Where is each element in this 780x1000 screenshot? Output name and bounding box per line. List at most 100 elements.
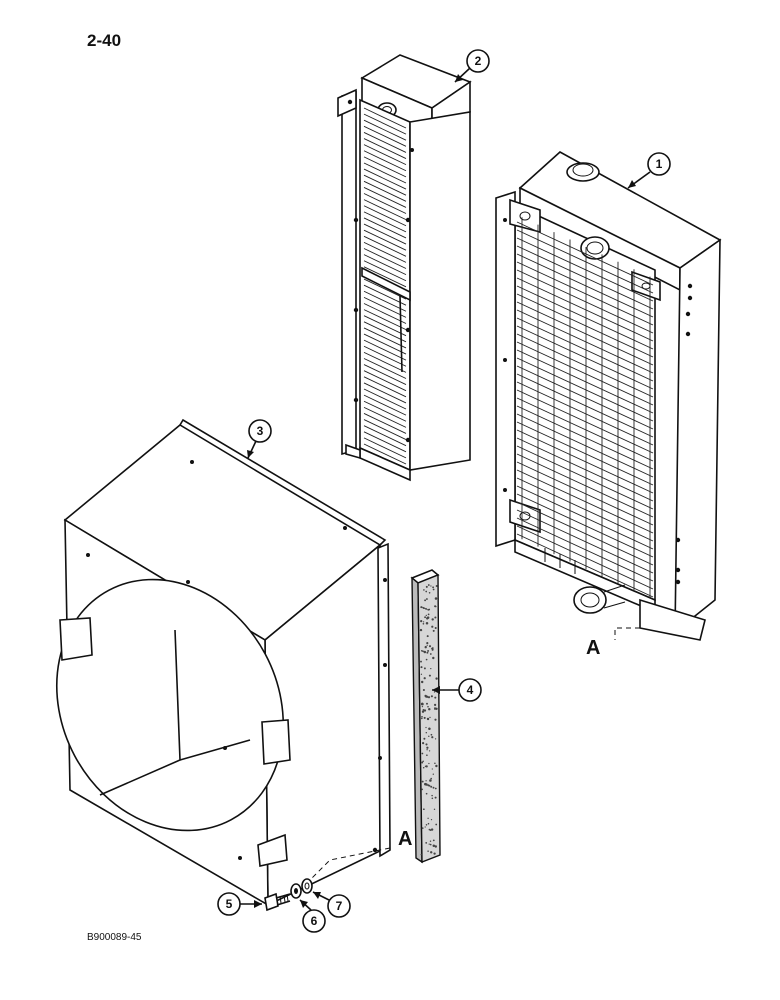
seal-speckle [425, 743, 428, 746]
seal-speckle [431, 647, 434, 649]
seal-speckle [432, 786, 435, 789]
oil-cooler-fin-line [363, 199, 407, 221]
seal-speckle [434, 762, 436, 765]
seal-speckle [424, 645, 427, 648]
seal-speckle [428, 645, 432, 648]
seal-speckle [420, 702, 424, 706]
seal-speckle [434, 626, 437, 630]
seal-speckle [423, 737, 426, 740]
oil-cooler-fin-line [363, 333, 407, 355]
oil-cooler-fin-line [363, 394, 407, 416]
seal-speckle [421, 715, 423, 718]
seal-speckle [431, 618, 434, 621]
seal-speckle [426, 749, 428, 751]
seal-speckle [434, 708, 436, 710]
seal-speckle [432, 586, 435, 589]
radiator-fin-line [516, 533, 654, 598]
seal-speckle [426, 746, 429, 749]
seal-speckle [425, 658, 428, 661]
oil-cooler-fin-line [363, 266, 407, 288]
seal-speckle [432, 629, 435, 632]
seal-speckle [431, 797, 434, 800]
seal-speckle [421, 752, 424, 755]
seal-speckle [422, 767, 425, 769]
seal-speckle [425, 695, 429, 698]
radiator-fin-line [516, 525, 654, 590]
oil-cooler-fin-line [363, 174, 407, 196]
lock-washer-part [290, 883, 302, 899]
oil-cooler-fin-line [363, 187, 407, 208]
oil-cooler-fin-line [363, 132, 407, 153]
oil-cooler-fin-line [363, 382, 407, 404]
seal-speckle [423, 650, 427, 654]
radiator-fin-line [516, 469, 654, 534]
seal-speckle [430, 785, 433, 788]
oil-cooler-fin-line [363, 180, 407, 202]
seal-speckle [421, 761, 424, 764]
seal-speckle [435, 823, 438, 826]
seal-speckle [434, 796, 437, 799]
radiator-fin-line [516, 517, 654, 582]
seal-speckle [429, 840, 432, 842]
oil-cooler-fin-line [363, 205, 407, 227]
ref-line-lower [311, 847, 391, 879]
oil-cooler-fin-line [363, 217, 407, 239]
seal-speckle [427, 613, 430, 616]
radiator-fin-line [516, 501, 654, 566]
oil-cooler-fin-line [363, 419, 407, 440]
radiator-fin-line [516, 261, 654, 326]
oil-cooler-fin-line [363, 315, 407, 337]
seal-speckle [435, 707, 438, 711]
oil-cooler-fin-line [363, 425, 407, 447]
radiator-fin-line [516, 253, 654, 318]
seal-speckle [429, 653, 432, 655]
seal-speckle [432, 773, 434, 775]
seal-speckle [432, 656, 435, 660]
oil-cooler-fin-line [363, 241, 407, 263]
seal-speckle [427, 718, 430, 721]
oil-cooler-fin-line [363, 156, 407, 178]
oil-cooler-fin-line [363, 168, 407, 190]
oil-cooler-fin-line [363, 388, 407, 410]
seal-speckle [429, 779, 432, 782]
seal-speckle [428, 727, 431, 731]
oil-cooler-fin-line [363, 278, 407, 300]
oil-cooler-fin-line [363, 327, 407, 349]
seal-speckle [430, 585, 432, 587]
seal-speckle [425, 783, 428, 786]
seal-speckle [427, 705, 429, 708]
seal-speckle [428, 609, 430, 611]
seal-speckle [425, 780, 427, 782]
radiator-fin-line [516, 389, 654, 454]
oil-cooler-fin-line [363, 345, 407, 367]
radiator-fin-line [516, 293, 654, 358]
radiator-fin-line [516, 365, 654, 430]
seal-speckle [427, 584, 430, 586]
seal-speckle [427, 817, 429, 819]
seal-speckle [428, 707, 431, 711]
radiator-fin-line [516, 493, 654, 558]
oil-cooler-fin-line [363, 235, 407, 257]
callout-leaders [239, 67, 651, 911]
seal-speckle [431, 768, 433, 770]
seal-speckle [428, 592, 431, 594]
seal-speckle [430, 828, 434, 831]
ref-letter-a-lower: A [398, 828, 412, 850]
seal-speckle [430, 777, 432, 780]
seal-speckle [422, 622, 425, 625]
seal-speckle [421, 827, 424, 829]
seal-speckle [421, 606, 423, 609]
callout-6: 6 [302, 909, 326, 933]
seal-speckle [434, 718, 437, 721]
oil-cooler-fin-line [363, 125, 407, 147]
oil-cooler-fin-line [363, 351, 407, 373]
seal-speckle [421, 788, 423, 791]
seal-speckle [425, 608, 428, 610]
seal-speckle [423, 677, 426, 680]
seal-speckle [421, 705, 424, 708]
seal-speckle [424, 826, 426, 828]
seal-speckle [423, 716, 426, 719]
oil-cooler-part [337, 54, 472, 482]
seal-speckle [435, 764, 438, 768]
seal-speckle [428, 674, 431, 677]
